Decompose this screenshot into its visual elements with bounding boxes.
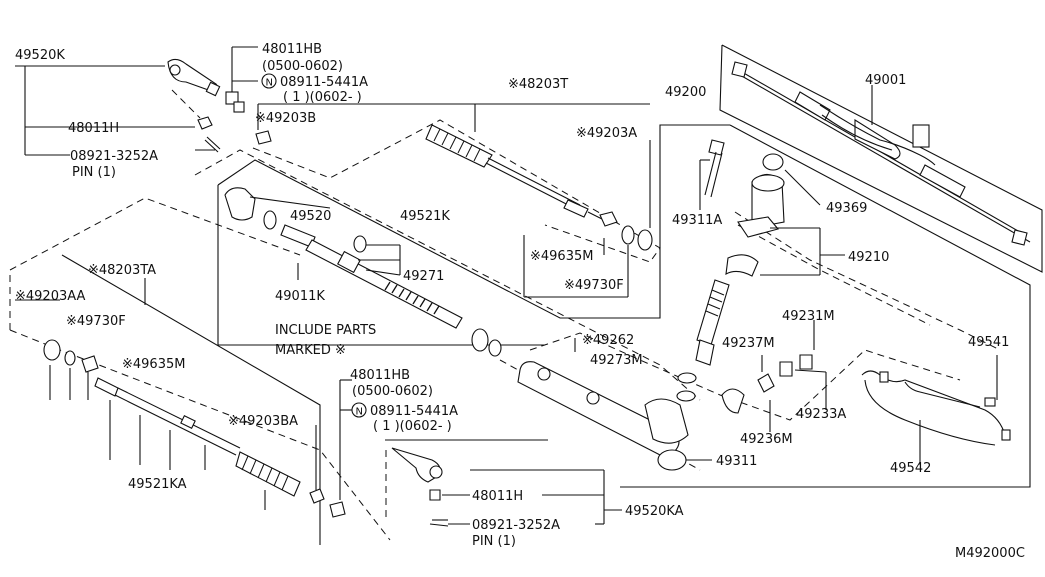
label-48203T: ※48203T	[508, 77, 568, 92]
callout-labels: 49520K 48011H 08921-3252A PIN (1) 48011H…	[15, 42, 1025, 561]
label-49520KA: 49520KA	[625, 504, 684, 519]
label-49233A: 49233A	[796, 407, 846, 422]
label-48203TA: ※48203TA	[88, 263, 156, 278]
figure-code: M492000C	[955, 546, 1025, 561]
label-48011H-bottom: 48011H	[472, 489, 523, 504]
label-49237M: 49237M	[722, 336, 775, 351]
label-49541: 49541	[968, 335, 1009, 350]
label-49521K: 49521K	[400, 209, 450, 224]
label-48011H-top: 48011H	[68, 121, 119, 136]
label-08921-bottom: 08921-3252A	[472, 518, 560, 533]
n-symbol-bottom	[351, 402, 367, 418]
label-08911-top: 08911-5441A	[280, 75, 368, 90]
n-symbol-text-top: N	[266, 78, 273, 89]
label-49311: 49311	[716, 454, 757, 469]
label-49520: 49520	[290, 209, 331, 224]
nut-group-top	[225, 46, 440, 145]
housing-valve	[676, 139, 845, 432]
label-08911-qty-bottom: ( 1 )(0602- )	[373, 419, 452, 434]
label-include-parts: INCLUDE PARTS	[275, 323, 376, 338]
n-symbol-top	[261, 73, 277, 89]
label-49001: 49001	[865, 73, 906, 88]
label-49236M: 49236M	[740, 432, 793, 447]
gear-housing	[517, 338, 712, 471]
label-49635M-top: ※49635M	[530, 249, 593, 264]
label-49730F-top: ※49730F	[564, 278, 624, 293]
nut-group-bottom	[339, 379, 367, 500]
label-48011HB-range-top: (0500-0602)	[262, 59, 343, 74]
label-49231M: 49231M	[782, 309, 835, 324]
rack-49011K	[224, 187, 502, 357]
assembly-49001	[731, 61, 1031, 246]
label-08921-top: 08921-3252A	[70, 149, 158, 164]
label-49262: ※49262	[582, 333, 634, 348]
label-49273M: 49273M	[590, 353, 643, 368]
n-symbol-text-bottom: N	[356, 407, 363, 418]
label-pin-bottom: PIN (1)	[472, 534, 516, 549]
label-49011K: 49011K	[275, 289, 325, 304]
label-49369: 49369	[826, 201, 867, 216]
label-48011HB-top: 48011HB	[262, 42, 322, 57]
label-48011HB-range-bottom: (0500-0602)	[352, 384, 433, 399]
label-49730F-bottom: ※49730F	[66, 314, 126, 329]
label-49542: 49542	[890, 461, 931, 476]
boot-upper	[425, 103, 653, 298]
label-49203B: ※49203B	[255, 111, 316, 126]
label-49521KA: 49521KA	[128, 477, 187, 492]
label-49635M-bottom: ※49635M	[122, 357, 185, 372]
label-marked: MARKED ※	[275, 343, 346, 358]
label-49203A: ※49203A	[576, 126, 637, 141]
tie-rod-end-top	[15, 58, 221, 156]
frame-lines	[61, 44, 1043, 545]
label-49271: 49271	[403, 269, 444, 284]
boot-lower	[15, 278, 346, 518]
tie-rod-end-bottom	[385, 439, 622, 527]
label-08911-qty-top: ( 1 )(0602- )	[283, 90, 362, 105]
label-49311A: 49311A	[672, 213, 722, 228]
label-49520K: 49520K	[15, 48, 65, 63]
label-49200: 49200	[665, 85, 706, 100]
label-49203AA: ※49203AA	[15, 289, 86, 304]
harness	[861, 355, 1011, 465]
label-49203BA: ※49203BA	[228, 414, 298, 429]
label-08911-bottom: 08911-5441A	[370, 404, 458, 419]
label-48011HB-bottom: 48011HB	[350, 368, 410, 383]
label-49210: 49210	[848, 250, 889, 265]
label-pin-top: PIN (1)	[72, 165, 116, 180]
